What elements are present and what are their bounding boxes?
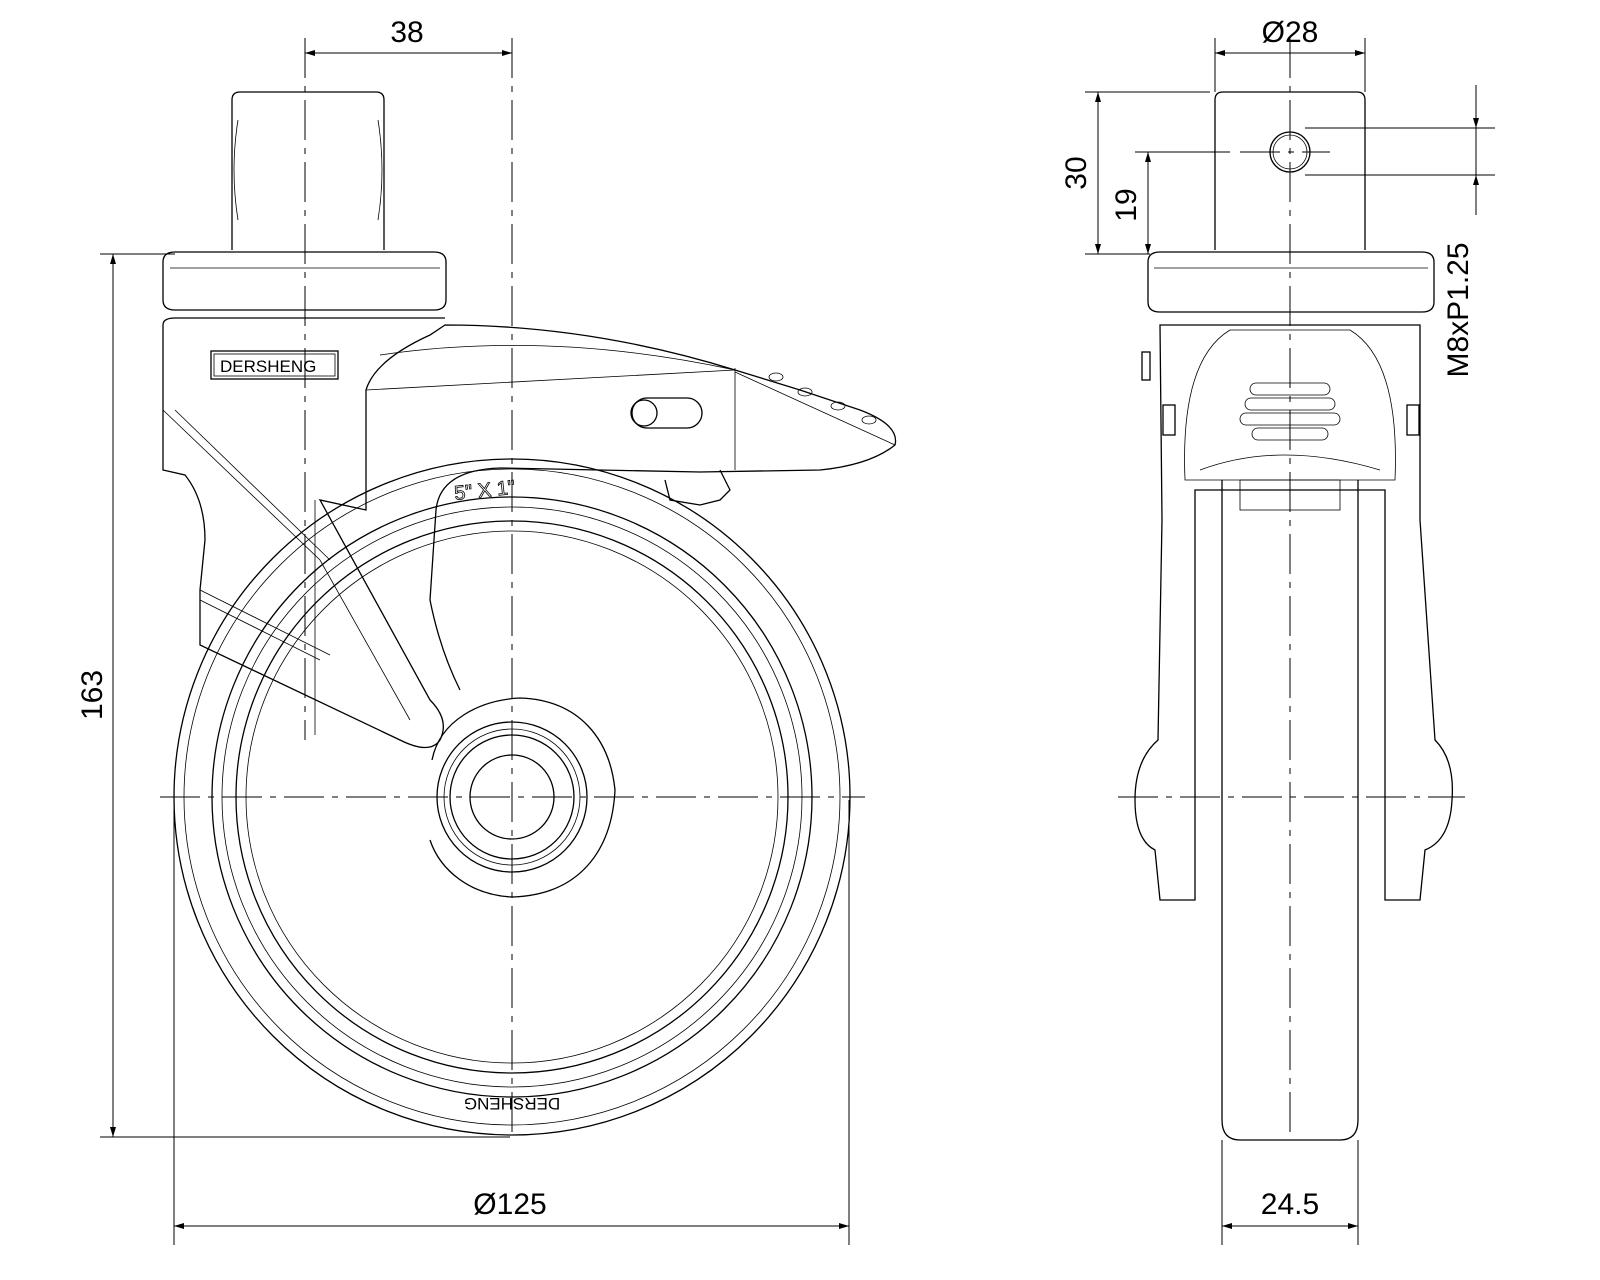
brand-plate: DERSHENG: [210, 350, 339, 380]
dimension-wheel-diameter-label: Ø125: [473, 1188, 546, 1221]
dimension-height-label: 163: [76, 670, 109, 720]
dimension-stem-diameter-label: Ø28: [1262, 16, 1319, 49]
front-view: Ø28 30 19 M8xP1.25 24.5: [1060, 16, 1495, 1245]
dimension-thread: M8xP1.25: [1305, 85, 1495, 378]
dimension-stem-length: 30: [1060, 91, 1210, 255]
dimension-offset: 38: [305, 16, 512, 56]
dimension-hole-height-label: 19: [1110, 188, 1143, 221]
dimension-offset-label: 38: [390, 16, 423, 49]
dimension-hole-height: 19: [1110, 151, 1230, 254]
side-top-plate: [162, 251, 447, 311]
dimension-height: 163: [76, 253, 510, 1138]
dimension-wheel-diameter: Ø125: [173, 800, 850, 1245]
dimension-stem-length-label: 30: [1060, 156, 1093, 189]
dimension-wheel-width-label: 24.5: [1261, 1188, 1319, 1221]
brand-plate-text: DERSHENG: [220, 357, 316, 376]
side-stem: [231, 91, 385, 250]
front-wheel: [1221, 480, 1359, 1141]
side-view: DERSHENG 5" X 1" DERSHENG 38 163 Ø125: [76, 16, 897, 1245]
dimension-wheel-width: 24.5: [1221, 1140, 1359, 1245]
wheel-size-marking: 5" X 1": [453, 477, 516, 505]
dimension-stem-diameter: Ø28: [1214, 16, 1366, 92]
side-fork: [162, 317, 897, 749]
dimension-thread-label: M8xP1.25: [1442, 242, 1475, 377]
